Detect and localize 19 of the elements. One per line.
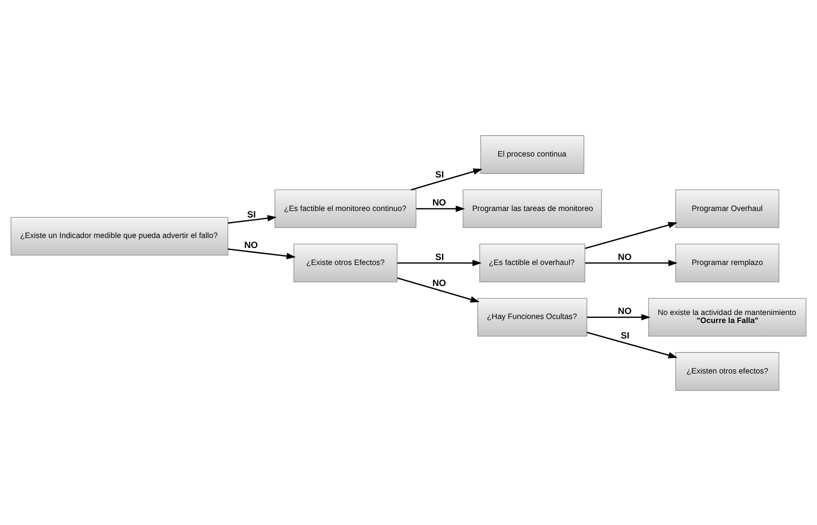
arrow bbox=[410, 168, 482, 190]
edge-label: SI bbox=[435, 169, 444, 180]
arrow bbox=[397, 276, 480, 302]
arrow bbox=[397, 259, 482, 266]
arrow bbox=[586, 331, 678, 358]
arrow bbox=[228, 214, 277, 224]
arrow bbox=[228, 248, 296, 259]
edge-label: NO bbox=[244, 240, 258, 250]
edge-label: SI bbox=[620, 330, 630, 340]
edge-label: NO bbox=[618, 306, 632, 316]
edge-label: NO bbox=[432, 277, 446, 288]
edge-label: NO bbox=[432, 197, 446, 208]
arrow bbox=[586, 314, 651, 320]
arrow bbox=[416, 205, 465, 212]
edge-label: SI bbox=[247, 208, 256, 219]
edge-label: SI bbox=[435, 251, 444, 262]
edge-label: NO bbox=[618, 251, 632, 262]
arrow bbox=[584, 221, 678, 249]
arrow bbox=[585, 259, 678, 266]
